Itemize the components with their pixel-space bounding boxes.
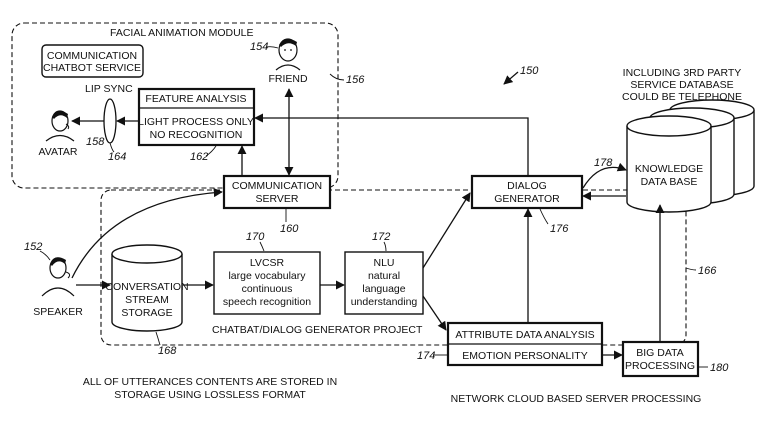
cloud-processing-frame bbox=[100, 189, 687, 346]
speaker-person-icon bbox=[41, 257, 75, 297]
storage-caption-line1: ALL OF UTTERANCES CONTENTS ARE STORED IN bbox=[83, 376, 337, 388]
cloud-caption: NETWORK CLOUD BASED SERVER PROCESSING bbox=[451, 393, 702, 405]
feature-analysis-line1: LIGHT PROCESS ONLY bbox=[138, 116, 254, 128]
attribute-analysis-line2: EMOTION PERSONALITY bbox=[462, 350, 587, 362]
chatbot-service-label-box bbox=[41, 44, 144, 78]
nlu-line2: natural bbox=[368, 270, 400, 282]
communication-server-line2: SERVER bbox=[256, 193, 299, 205]
chatbot-service-line1: COMMUNICATION bbox=[47, 50, 137, 62]
knowledge-db-line1: KNOWLEDGE bbox=[635, 163, 703, 175]
facial-module-ref: 156 bbox=[346, 74, 365, 86]
avatar-ref: 158 bbox=[86, 136, 105, 148]
lvcsr-line1: LVCSR bbox=[250, 257, 285, 269]
knowledge-db-line2: DATA BASE bbox=[641, 176, 698, 188]
cloud-ref: 166 bbox=[698, 265, 717, 277]
storage-line2: STREAM bbox=[125, 294, 169, 306]
nlu-ref: 172 bbox=[372, 231, 390, 243]
third-party-line3: COULD BE TELEPHONE bbox=[622, 91, 742, 103]
lip-sync-label: LIP SYNC bbox=[85, 83, 133, 95]
nlu-line1: NLU bbox=[373, 257, 394, 269]
lvcsr-line4: speech recognition bbox=[223, 296, 311, 308]
conversation-storage-cylinder bbox=[111, 244, 183, 332]
big-data-box bbox=[621, 340, 700, 378]
feature-analysis-title: FEATURE ANALYSIS bbox=[145, 93, 246, 105]
third-party-line1: INCLUDING 3RD PARTY bbox=[623, 67, 742, 79]
communication-server-ref: 160 bbox=[280, 223, 299, 235]
storage-caption-line2: STORAGE USING LOSSLESS FORMAT bbox=[114, 389, 306, 401]
nlu-box bbox=[344, 251, 424, 315]
nlu-line3: language bbox=[362, 283, 405, 295]
chatbot-service-line2: CHATBOT SERVICE bbox=[43, 62, 141, 74]
figure-ref-number: 150 bbox=[520, 65, 539, 77]
dialog-generator-line2: GENERATOR bbox=[494, 193, 560, 205]
dialog-generator-line1: DIALOG bbox=[507, 180, 547, 192]
friend-ref: 154 bbox=[250, 41, 268, 53]
facial-animation-module-title: FACIAL ANIMATION MODULE bbox=[110, 27, 254, 39]
nlu-line4: understanding bbox=[351, 296, 418, 308]
lip-sync-lens bbox=[103, 98, 117, 144]
attribute-analysis-line1: ATTRIBUTE DATA ANALYSIS bbox=[455, 329, 594, 341]
avatar-icon bbox=[45, 110, 75, 142]
dialog-generator-ref: 176 bbox=[550, 223, 569, 235]
big-data-line2: PROCESSING bbox=[625, 360, 695, 372]
chatbot-project-label: CHATBAT/DIALOG GENERATOR PROJECT bbox=[212, 324, 423, 336]
big-data-line1: BIG DATA bbox=[636, 347, 683, 359]
lvcsr-ref: 170 bbox=[246, 231, 265, 243]
third-party-line2: SERVICE DATABASE bbox=[630, 79, 733, 91]
feature-analysis-box bbox=[137, 87, 256, 147]
friend-person-icon bbox=[275, 38, 301, 71]
dialog-generator-box bbox=[470, 174, 584, 210]
lvcsr-line2: large vocabulary bbox=[228, 270, 306, 282]
avatar-label: AVATAR bbox=[39, 146, 78, 158]
communication-server-box bbox=[222, 174, 332, 210]
feature-analysis-line2: NO RECOGNITION bbox=[150, 129, 243, 141]
attribute-analysis-ref: 174 bbox=[417, 350, 435, 362]
speaker-ref: 152 bbox=[24, 241, 42, 253]
storage-ref: 168 bbox=[158, 345, 177, 357]
lip-sync-ref: 164 bbox=[108, 151, 126, 163]
lvcsr-line3: continuous bbox=[242, 283, 293, 295]
knowledge-db-ref: 178 bbox=[594, 157, 613, 169]
lvcsr-box bbox=[213, 251, 321, 315]
big-data-ref: 180 bbox=[710, 362, 729, 374]
feature-analysis-ref: 162 bbox=[190, 151, 208, 163]
storage-line3: STORAGE bbox=[121, 307, 172, 319]
knowledge-database-cylinders bbox=[626, 99, 755, 213]
speaker-label: SPEAKER bbox=[33, 306, 83, 318]
communication-server-line1: COMMUNICATION bbox=[232, 180, 322, 192]
friend-label: FRIEND bbox=[268, 73, 308, 85]
storage-line1: CONVERSATION bbox=[105, 281, 188, 293]
